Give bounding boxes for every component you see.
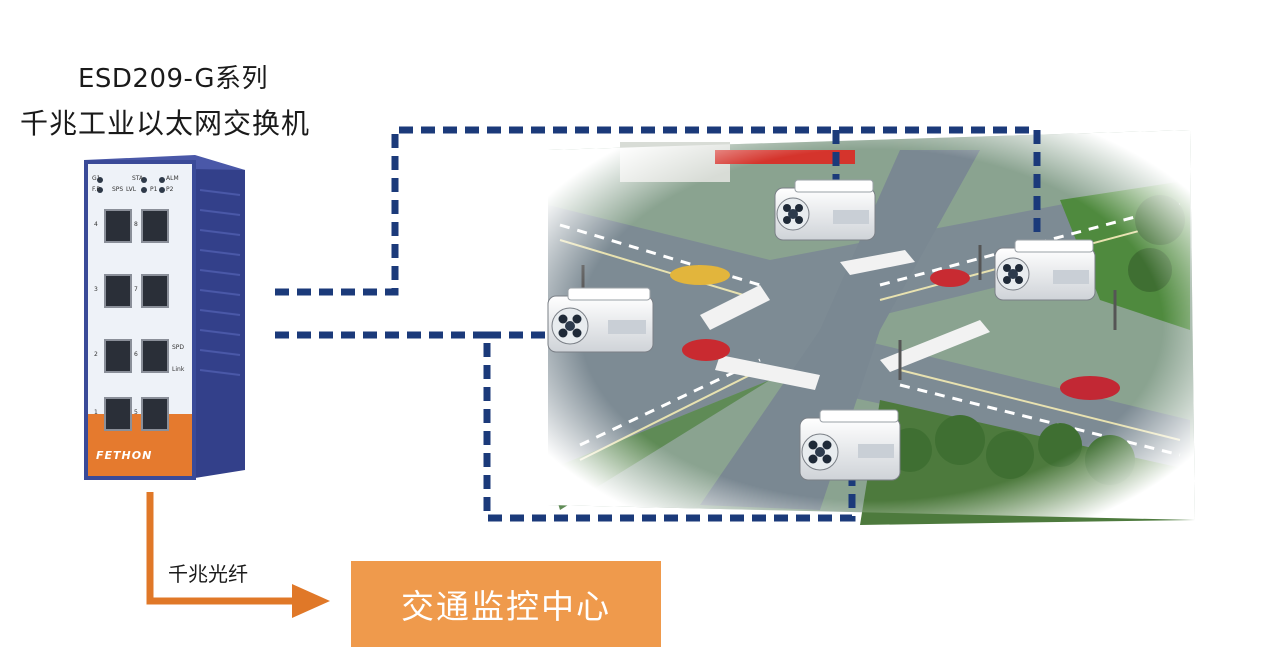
port-number: 8: [134, 221, 138, 228]
fiber-arrow: [150, 492, 330, 618]
traffic-monitoring-center: 交通监控中心: [351, 561, 661, 647]
port-number: 1: [94, 409, 98, 416]
camera-icon: [995, 240, 1095, 300]
brand-logo: FETHON: [96, 449, 152, 462]
port-number: 4: [94, 221, 98, 228]
led-label: LVL: [126, 186, 136, 193]
port-number: 3: [94, 286, 98, 293]
led-label: P1: [150, 186, 157, 193]
port-number: 7: [134, 286, 138, 293]
port-side-label: Link: [172, 366, 184, 373]
camera-icon: [548, 288, 653, 352]
ethernet-switch: [84, 155, 245, 480]
led-label: ALM: [166, 175, 179, 182]
port-number: 2: [94, 351, 98, 358]
fiber-label: 千兆光纤: [168, 558, 248, 587]
led-label: STA: [132, 175, 143, 182]
led-label: P2: [166, 186, 173, 193]
port-number: 6: [134, 351, 138, 358]
led-label: G1: [92, 175, 100, 182]
port-number: 5: [134, 409, 138, 416]
port-side-label: SPD: [172, 344, 184, 351]
traffic-monitoring-center-label: 交通监控中心: [401, 580, 611, 628]
led-label: F.B: [92, 186, 101, 193]
camera-icon: [800, 410, 900, 480]
led-label: SPS: [112, 186, 123, 193]
camera-icon: [775, 180, 875, 240]
